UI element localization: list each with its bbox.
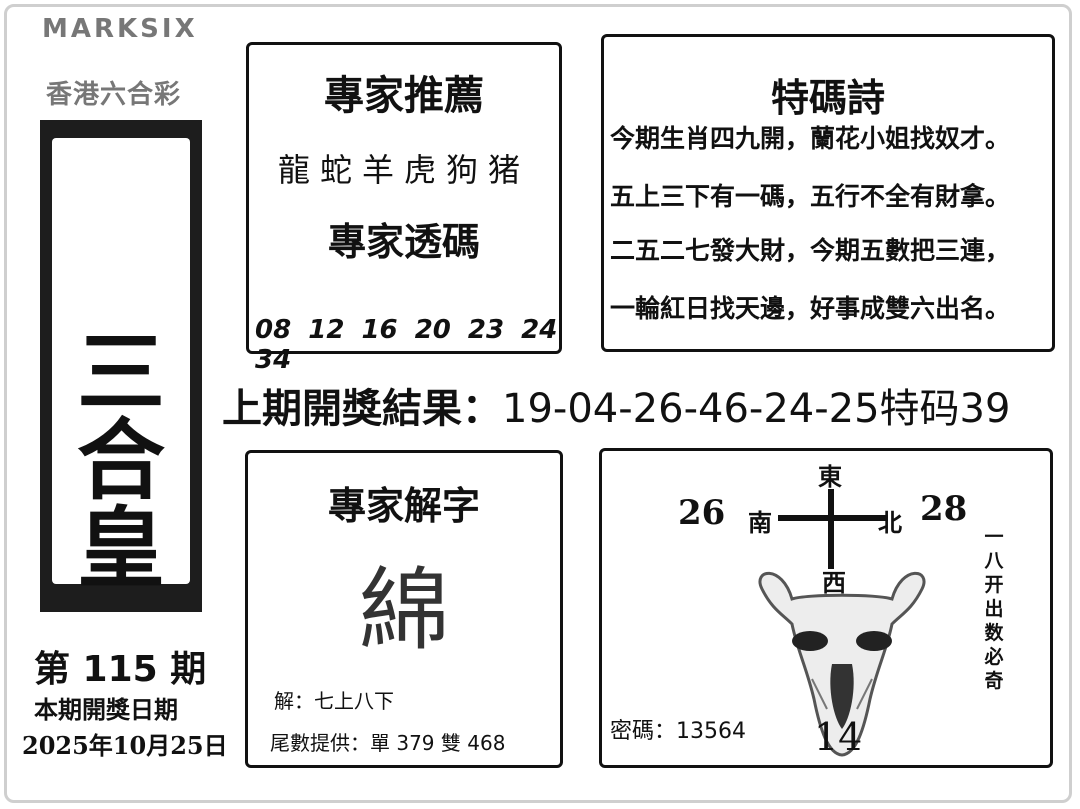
recommend-title: 專家推薦 [324,73,484,119]
draw-date-label: 本期開獎日期 [34,696,178,724]
banner-title-char: 皇 [76,496,165,600]
skull-number: 14 [814,715,863,759]
cow-skull-icon [758,571,926,757]
decode-title: 專家解字 [327,484,480,528]
vertical-hint-text: 一八开出数必奇 [984,526,1004,692]
title-banner: 三 合 皇 [40,120,202,612]
last-result-value: 19-04-26-46-24-25特码39 [502,386,1011,432]
poem-title: 特碼詩 [770,76,885,120]
issue-number: 第 115 期 [34,649,207,690]
banner-title-char: 三 [76,320,165,424]
last-result: 上期開獎結果：19-04-26-46-24-25特码39 [222,376,1010,434]
draw-date: 2025年10月25日 [22,731,228,760]
brand-subtitle: 香港六合彩 [46,80,182,110]
compass-north: 北 [878,508,902,537]
compass-east: 東 [818,462,842,491]
compass-right-number: 28 [920,489,968,529]
password-code: 密碼：13564 [610,719,746,744]
expert-recommend-box: 專家推薦 龍蛇羊虎狗猪 專家透碼 08 12 16 20 23 24 34 [246,42,562,375]
compass-west: 西 [822,568,846,597]
poem-line: 五上三下有一碼，五行不全有財拿。 [610,182,1011,211]
brand-logo-text: MARKSIX [42,14,198,44]
poem-line: 一輪紅日找天邊，好事成雙六出名。 [610,294,1011,323]
recommend-subtitle: 專家透碼 [327,220,480,264]
banner-title-char: 合 [76,408,165,512]
compass-vertical-bar [828,489,834,569]
recommend-numbers: 08 12 16 20 23 24 34 [255,315,558,375]
compass-south: 南 [748,508,772,537]
poem-line: 今期生肖四九開，蘭花小姐找奴才。 [610,124,1011,153]
compass-skull-box: 東 南 北 西 26 28 一八开出数必奇 密碼：13564 14 [599,448,1053,768]
poem-line: 二五二七發大財，今期五數把三連， [610,236,1011,265]
recommend-zodiacs: 龍蛇羊虎狗猪 [277,151,530,189]
special-poem-box: 特碼詩 今期生肖四九開，蘭花小姐找奴才。 五上三下有一碼，五行不全有財拿。 二五… [601,34,1055,352]
last-result-label: 上期開獎結果： [222,386,502,432]
decode-tail-numbers: 尾數提供：單 379 雙 468 [270,731,506,755]
compass-horizontal-bar [778,515,888,521]
decode-character: 綿 [359,558,449,663]
banner-inner-panel: 三 合 皇 [52,138,190,592]
expert-decode-box: 專家解字 綿 解：七上八下 尾數提供：單 379 雙 468 [245,450,563,768]
banner-title: 三 合 皇 [52,328,190,592]
compass-left-number: 26 [678,493,726,533]
decode-explanation: 解：七上八下 [274,689,394,713]
